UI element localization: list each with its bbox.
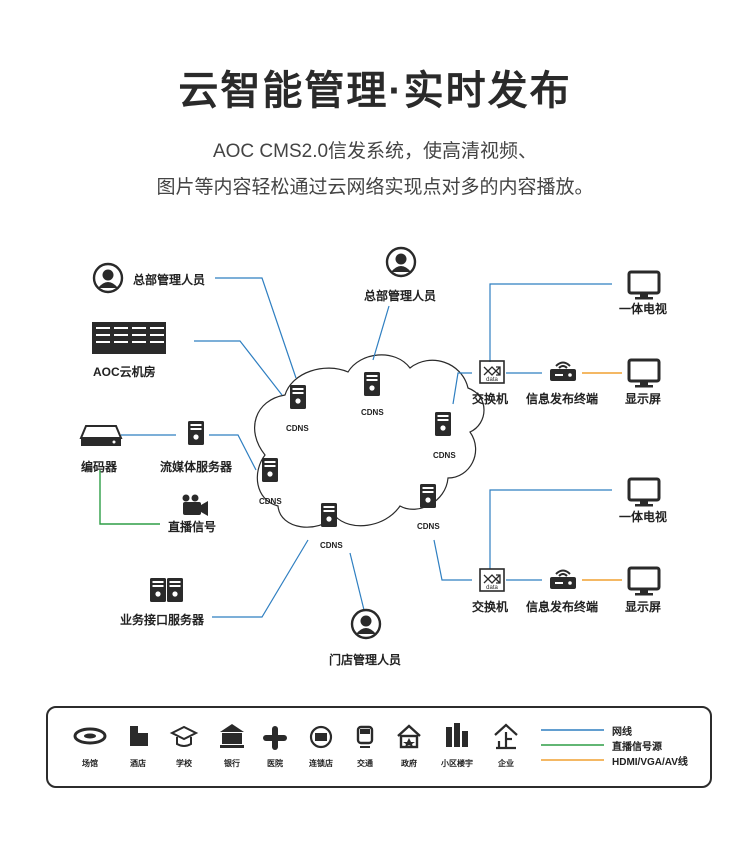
legend-label-stadium: 场馆: [82, 759, 98, 768]
business-server-icon: [150, 578, 166, 602]
router-icon: [549, 569, 577, 590]
cdns-label: CDNS: [361, 408, 384, 417]
legend-box: [46, 706, 712, 788]
hq-admin-left-label: 总部管理人员: [133, 273, 206, 287]
business-server-icon: [167, 578, 183, 602]
legend-label-school: 学校: [176, 759, 192, 768]
terminal-bottom-label: 信息发布终端: [526, 600, 599, 614]
switch-data-label: data: [486, 377, 498, 383]
video-camera-icon: [182, 494, 208, 516]
display-top-label: 显示屏: [625, 392, 662, 406]
legend-label-transport: 交通: [357, 759, 373, 768]
switch-bottom-label: 交换机: [472, 600, 509, 614]
legend-network-label: 网线: [612, 727, 632, 738]
cdns-label: CDNS: [417, 522, 440, 531]
network-diagram: data data: [79, 246, 661, 640]
legend-live-label: 直播信号源: [612, 742, 662, 753]
legend-label-residential: 小区楼宇: [441, 759, 473, 768]
store-admin-label: 门店管理人员: [329, 653, 402, 667]
tv-icon: [627, 270, 661, 301]
encoder-label: 编码器: [81, 460, 118, 474]
legend-label-bank: 银行: [224, 759, 240, 768]
cdns-label: CDNS: [259, 497, 282, 506]
cdns-server-icon: [290, 385, 306, 409]
display-icon: [627, 566, 661, 597]
cdns-server-icon: [321, 503, 337, 527]
person-icon: [350, 608, 382, 640]
display-icon: [627, 358, 661, 389]
person-icon: [385, 246, 417, 278]
business-server-label: 业务接口服务器: [120, 613, 205, 627]
streaming-server-icon: [188, 421, 204, 445]
encoder-icon: [79, 425, 123, 446]
cdns-server-icon: [435, 412, 451, 436]
legend-label-hospital: 医院: [267, 759, 283, 768]
terminal-top-label: 信息发布终端: [526, 392, 599, 406]
subtitle-line-1: AOC CMS2.0信发系统，使高清视频、: [212, 141, 538, 162]
server-rack-icon: [92, 322, 166, 354]
aoc-cloud-room-label: AOC云机房: [93, 365, 156, 379]
tv-bottom-label: 一体电视: [619, 510, 668, 524]
cdns-server-icon: [364, 372, 380, 396]
subtitle-line-2: 图片等内容轻松通过云网络实现点对多的内容播放。: [156, 177, 594, 198]
tv-top-label: 一体电视: [619, 302, 668, 316]
switch-data-label: data: [486, 585, 498, 591]
legend-label-government: 政府: [401, 759, 417, 768]
live-signal-label: 直播信号: [168, 520, 217, 534]
tv-icon: [627, 477, 661, 508]
switch-top-label: 交换机: [472, 392, 509, 406]
cdns-label: CDNS: [320, 541, 343, 550]
cdns-server-icon: [262, 458, 278, 482]
legend-hdmi-label: HDMI/VGA/AV线: [612, 757, 688, 768]
cdns-server-icon: [420, 484, 436, 508]
page-title: 云智能管理·实时发布: [178, 69, 572, 113]
legend-label-hotel: 酒店: [130, 759, 146, 768]
hq-admin-top-label: 总部管理人员: [364, 289, 437, 303]
cdns-label: CDNS: [286, 424, 309, 433]
person-icon: [92, 262, 124, 294]
legend-label-chain-store: 连锁店: [309, 759, 333, 768]
legend-label-enterprise: 企业: [498, 759, 514, 768]
cdns-label: CDNS: [433, 451, 456, 460]
router-icon: [549, 361, 577, 382]
display-bottom-label: 显示屏: [625, 600, 662, 614]
streaming-server-label: 流媒体服务器: [160, 460, 233, 474]
